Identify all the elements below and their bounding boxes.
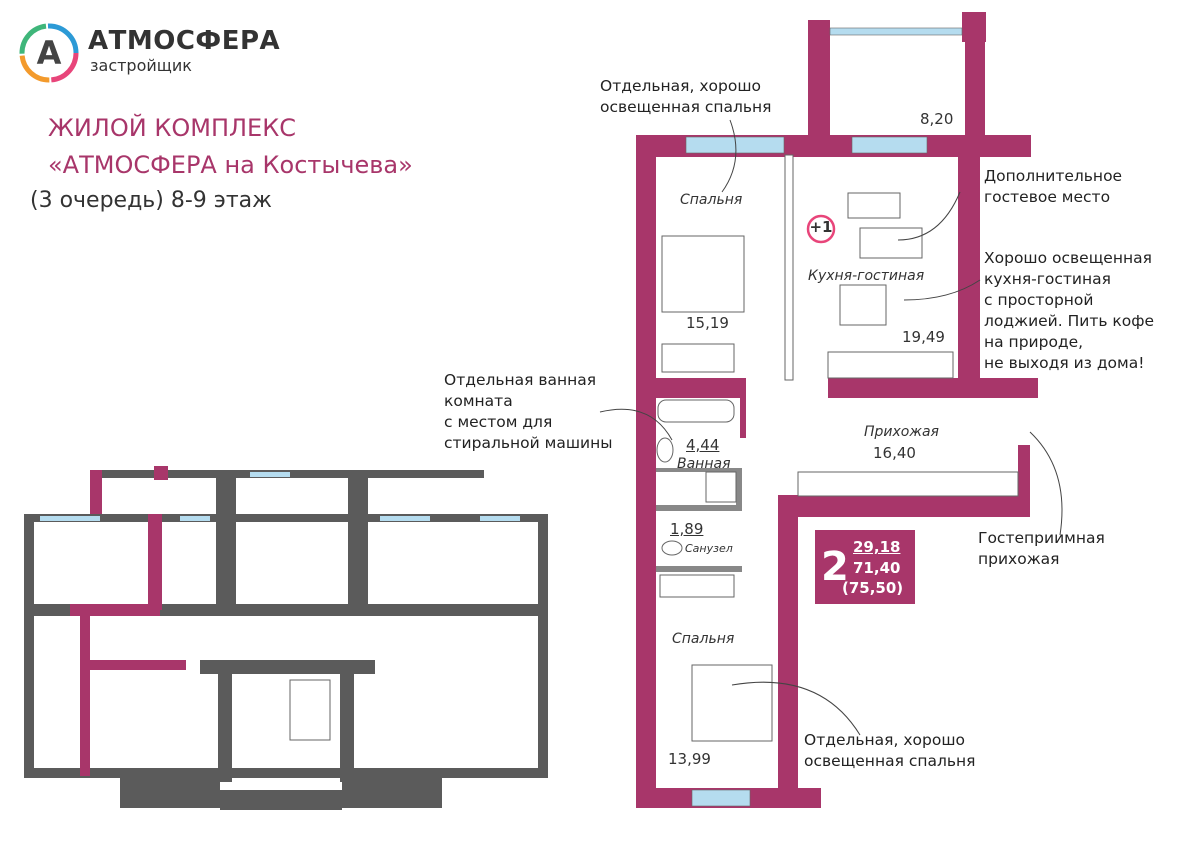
floor-info: (3 очередь) 8-9 этаж [30,188,272,213]
logo-letter: A [37,34,62,72]
apartment-badge: 2 29,18 71,40 (75,50) [815,530,915,604]
apartment-plan [599,12,1063,808]
bath-area: 4,44 [686,436,720,454]
total-area: 71,40 [853,559,901,577]
logo-icon: A [19,23,79,83]
bedroom2-label: Спальня [672,631,735,647]
living-area: 29,18 [853,538,901,556]
kitchen-area: 19,49 [902,328,945,346]
wc-area: 1,89 [670,520,704,538]
complex-title: ЖИЛОЙ КОМПЛЕКС [48,114,297,142]
bedroom1-label: Спальня [680,192,743,208]
plus-one-text: +1 [809,218,833,236]
brand-name: АТМОСФЕРА [88,26,281,56]
complex-name: «АТМОСФЕРА на Костычева» [48,151,413,179]
loggia-area: 8,20 [920,110,954,128]
total-area-with-loggia: (75,50) [842,579,904,597]
hall-area: 16,40 [873,444,916,462]
brand-subtitle: застройщик [90,56,192,75]
bedroom2-area: 13,99 [668,750,711,768]
plus-ring-icon [806,214,836,244]
floor-overview-plan [24,466,548,810]
bath-label: Ванная [677,456,731,472]
hall-label: Прихожая [864,424,939,440]
kitchen-label: Кухня-гостиная [808,268,925,284]
extra-guest-badge: +1 [806,214,836,244]
rooms-count: 2 [821,544,849,590]
bedroom1-area: 15,19 [686,314,729,332]
wc-label: Санузел [685,542,733,555]
